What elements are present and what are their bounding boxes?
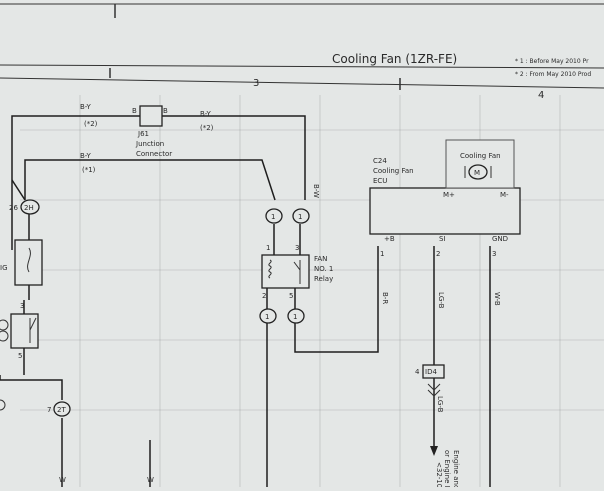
wire-label-bw: B-W	[312, 184, 320, 198]
svg-text:Cooling Fan: Cooling Fan	[460, 152, 501, 160]
svg-text:Cooling Fan: Cooling Fan	[373, 167, 414, 175]
destination-arrow	[430, 446, 438, 456]
wire-label-w-middle: W	[147, 476, 154, 484]
cooling-fan-ecu: C24 Cooling Fan ECU M+ M- +B SI GND 1 2 …	[369, 157, 521, 258]
wire-label-lgb-lower: LG-B	[436, 396, 444, 413]
svg-text:SI: SI	[439, 235, 446, 243]
wire-label-by-right: B-Y	[200, 110, 211, 118]
svg-text:ID4: ID4	[425, 368, 437, 376]
svg-text:Relay: Relay	[314, 275, 333, 283]
svg-text:M-: M-	[500, 191, 509, 199]
destination-label: Engine and or Engine E <32-10>	[435, 450, 460, 491]
frame-lines	[0, 3, 604, 90]
connector-1-top-right: 1	[292, 208, 310, 224]
wire-label-w-left: W	[59, 476, 66, 484]
svg-text:NO. 1: NO. 1	[314, 265, 333, 273]
connector-2t: 2T 7	[0, 399, 71, 417]
footnote-2: * 2 : From May 2010 Prod	[515, 71, 591, 78]
svg-text:J61: J61	[137, 130, 149, 138]
svg-text:Connector: Connector	[136, 150, 172, 158]
svg-text:3: 3	[492, 250, 496, 258]
diagram-title: Cooling Fan (1ZR-FE)	[332, 52, 457, 66]
svg-text:1: 1	[266, 244, 270, 252]
wire-note-by-middle: (*1)	[82, 166, 96, 174]
connector-2h: 2H 26	[9, 199, 40, 215]
connector-id4: ID4 4	[415, 364, 445, 397]
wire-note-by-right: (*2)	[200, 124, 214, 132]
svg-text:26: 26	[9, 204, 18, 212]
svg-text:M+: M+	[443, 191, 455, 199]
svg-text:FAN: FAN	[314, 255, 327, 263]
connector-1-top-left: 1	[265, 208, 283, 224]
svg-text:5: 5	[18, 352, 22, 360]
svg-text:or Engine E: or Engine E	[443, 450, 451, 487]
svg-text:Engine and: Engine and	[452, 450, 460, 487]
svg-text:2H: 2H	[24, 204, 34, 212]
svg-text:GND: GND	[492, 235, 508, 243]
svg-text:Junction: Junction	[135, 140, 164, 148]
svg-text:4: 4	[415, 368, 420, 376]
wire-label-br: B-R	[381, 292, 389, 304]
svg-text:3: 3	[20, 302, 24, 310]
svg-text:C24: C24	[373, 157, 387, 165]
connector-1-bottom-left: 1	[259, 308, 277, 324]
cooling-fan-motor: M Cooling Fan	[445, 139, 515, 189]
svg-text:M: M	[474, 169, 480, 177]
grid-column-3: 3	[253, 78, 259, 89]
wire-note-by-top: (*2)	[84, 120, 98, 128]
svg-text:7: 7	[47, 406, 51, 414]
svg-text:1: 1	[293, 313, 297, 321]
svg-text:2T: 2T	[57, 406, 66, 414]
left-fuse-part: IG	[0, 239, 43, 286]
grid-column-4: 4	[538, 90, 544, 101]
svg-text:3: 3	[295, 244, 299, 252]
svg-text:1: 1	[298, 213, 302, 221]
svg-text:1: 1	[265, 313, 269, 321]
svg-text:+B: +B	[384, 235, 395, 243]
connector-1-bottom-right: 1	[287, 308, 305, 324]
fan-no1-relay: 1 3 2 5 FAN NO. 1 Relay	[261, 244, 333, 300]
svg-text:1: 1	[271, 213, 275, 221]
junction-connector-j61: B B J61 Junction Connector	[132, 105, 172, 158]
wire-label-lgb: LG-B	[437, 292, 445, 309]
svg-text:B: B	[132, 107, 137, 115]
wire-label-wb: W-B	[493, 292, 501, 306]
svg-text:<32-10>: <32-10>	[435, 462, 443, 487]
svg-text:1: 1	[380, 250, 384, 258]
svg-text:2: 2	[436, 250, 440, 258]
wires	[0, 115, 511, 487]
svg-text:IG: IG	[0, 264, 8, 272]
footnote-1: * 1 : Before May 2010 Pr	[515, 58, 589, 65]
wire-label-by-middle: B-Y	[80, 152, 91, 160]
svg-text:2: 2	[262, 292, 266, 300]
svg-text:5: 5	[289, 292, 293, 300]
left-switch-part: 3 5	[0, 300, 39, 375]
wire-label-by-top: B-Y	[80, 103, 91, 111]
svg-text:B: B	[163, 107, 168, 115]
svg-text:ECU: ECU	[373, 177, 387, 185]
